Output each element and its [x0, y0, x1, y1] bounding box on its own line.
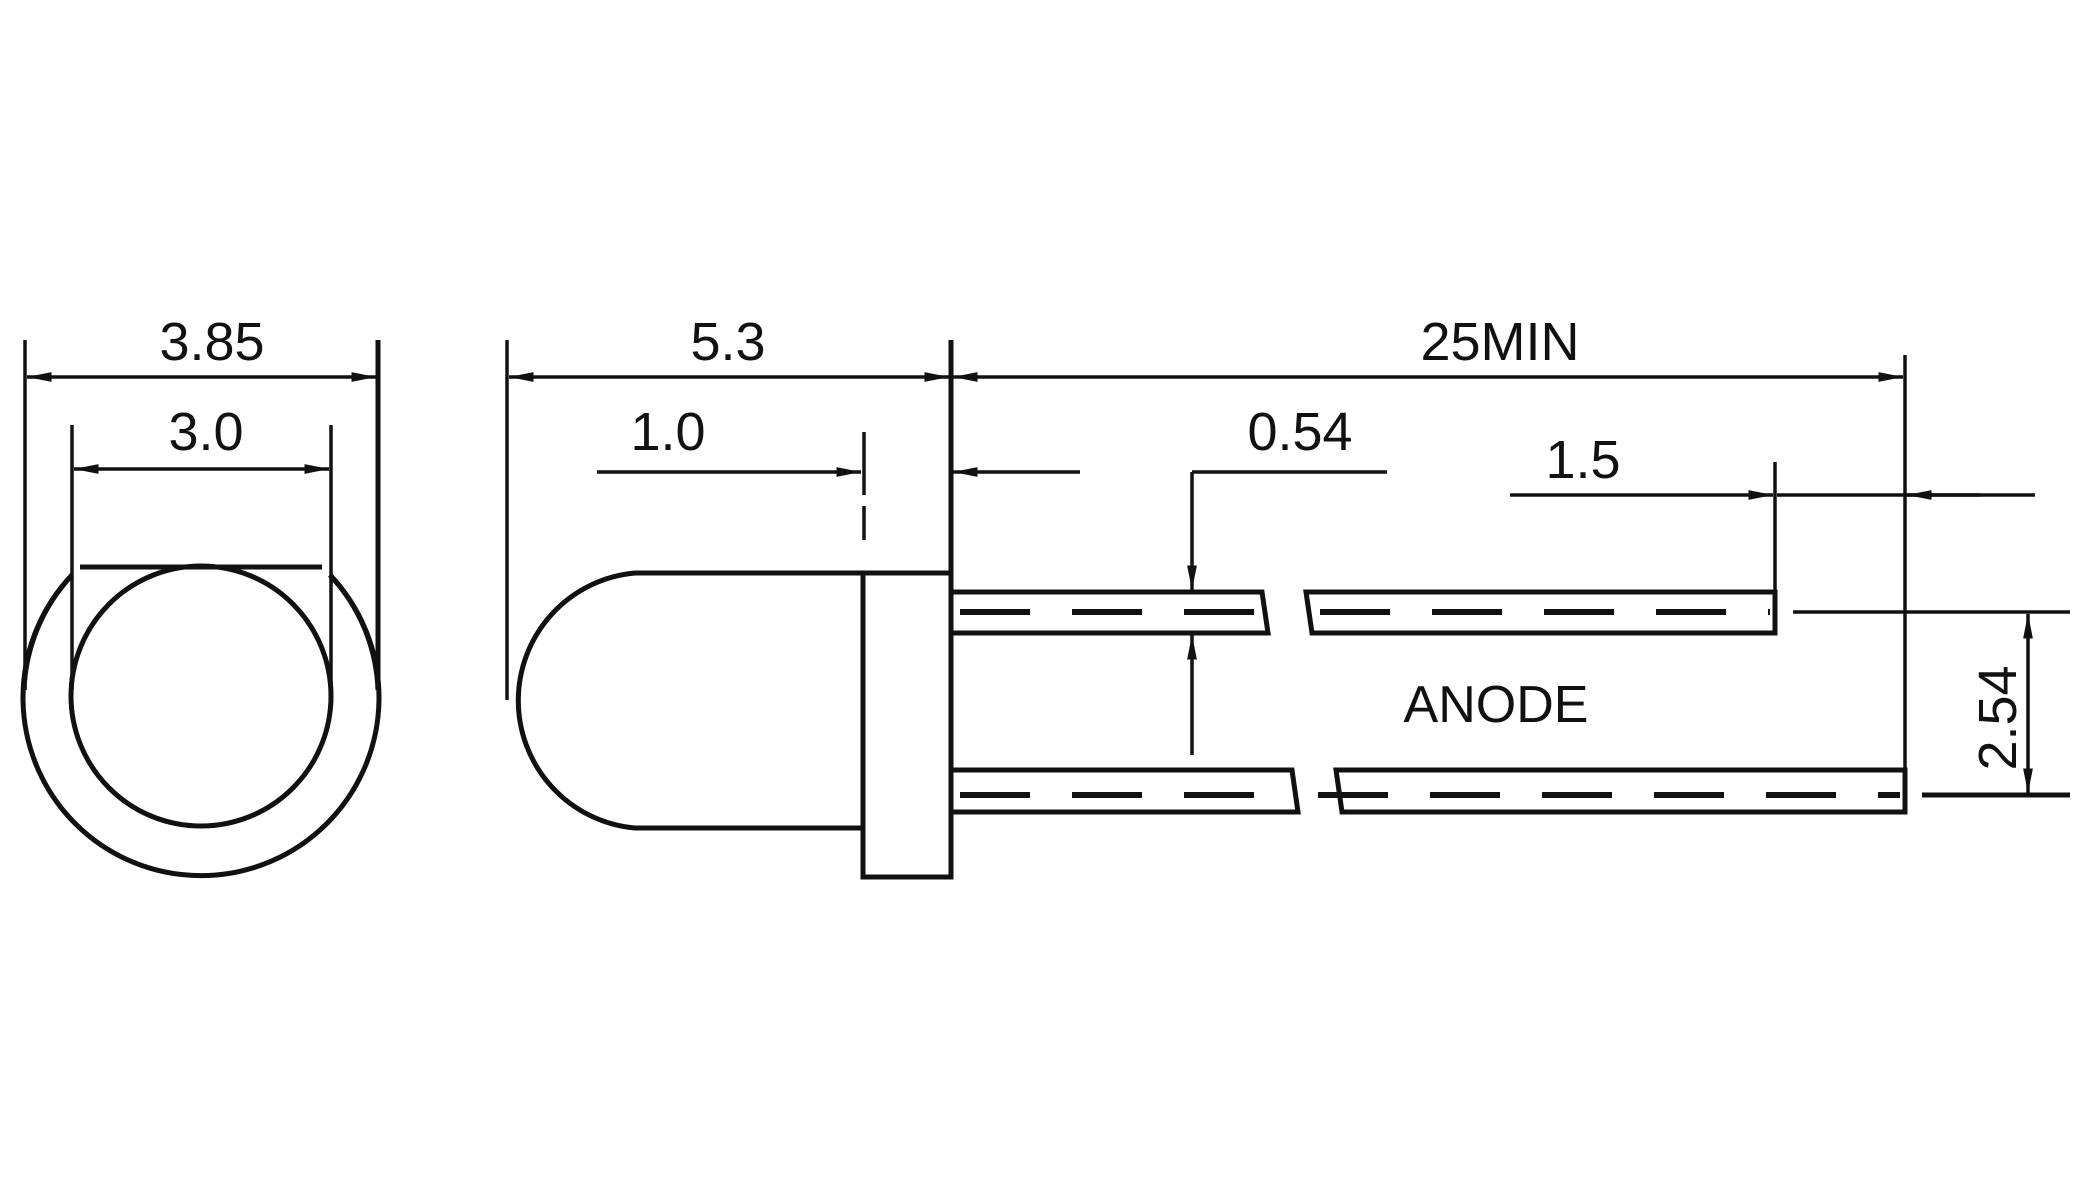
- lead-offset-label: 1.5: [1545, 430, 1620, 490]
- inner-diameter-label: 3.0: [168, 402, 243, 462]
- flange-arc-left: [21, 573, 74, 691]
- lead-length-label: 25MIN: [1420, 312, 1579, 372]
- lead-bottom-segment-1: [951, 767, 1301, 815]
- flange-arc-right: [328, 573, 381, 691]
- side-view: [505, 340, 2070, 880]
- lead-bottom: [951, 767, 1908, 815]
- lead-spacing-label: 2.54: [1968, 665, 2028, 770]
- flange-thickness-label: 1.0: [630, 402, 705, 462]
- lens-body-outline: [515, 570, 863, 831]
- lead-width-label: 0.54: [1247, 402, 1352, 462]
- front-view: [20, 340, 382, 879]
- lead-top-segment-2: [1303, 589, 1778, 636]
- flange-rect: [860, 570, 954, 880]
- outer-diameter-label: 3.85: [159, 312, 264, 372]
- lead-top-segment-1: [951, 589, 1271, 636]
- lead-bottom-segment-2: [1333, 767, 1908, 815]
- flange-outline: [20, 564, 382, 879]
- lens-circle: [68, 563, 334, 829]
- body-length-label: 5.3: [690, 312, 765, 372]
- lead-top: [951, 589, 1778, 636]
- anode-label: ANODE: [1404, 676, 1589, 734]
